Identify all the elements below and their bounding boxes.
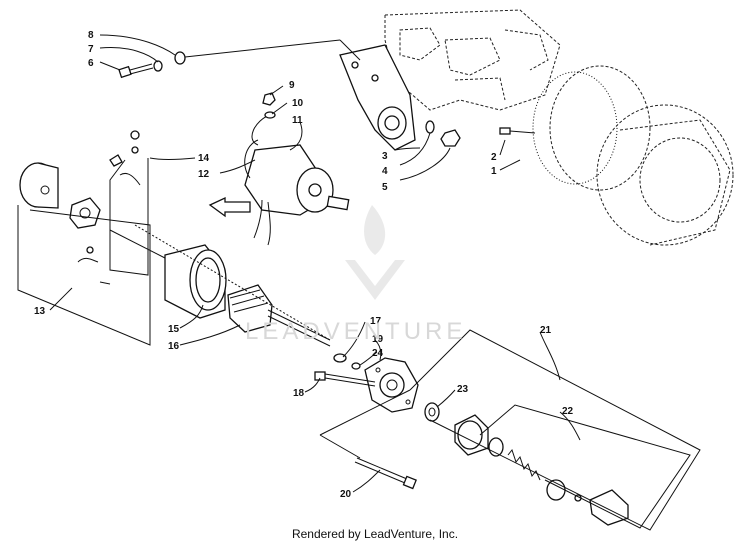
callout-22: 22 xyxy=(562,406,574,417)
leadventure-logo xyxy=(345,205,405,300)
callout-21: 21 xyxy=(540,325,552,336)
watermark-text: LEADVENTURE xyxy=(245,318,467,345)
leader-lines xyxy=(49,34,581,493)
bracket-20 xyxy=(319,389,411,436)
bolt-2 xyxy=(499,127,536,135)
washer-17 xyxy=(333,353,347,363)
washer-24 xyxy=(351,362,361,370)
nut-5 xyxy=(440,129,461,147)
field-frame xyxy=(164,244,227,319)
callout-19: 19 xyxy=(372,334,384,345)
callout-13: 13 xyxy=(34,306,46,317)
washer-8 xyxy=(174,51,186,65)
lockwasher-7 xyxy=(153,60,163,72)
callout-18: 18 xyxy=(293,388,305,399)
brush-parts xyxy=(77,130,141,285)
callout-10: 10 xyxy=(292,98,304,109)
mounting-bracket xyxy=(339,44,416,151)
bracket-21 xyxy=(409,329,701,531)
drive-housing xyxy=(364,357,419,413)
end-frame xyxy=(19,162,59,209)
lead-wire xyxy=(251,114,271,146)
callout-12: 12 xyxy=(198,169,210,180)
drive-spring xyxy=(507,448,541,481)
engine-block xyxy=(384,9,561,111)
callout-11: 11 xyxy=(292,115,303,126)
callout-8: 8 xyxy=(88,30,94,41)
callout-3: 3 xyxy=(382,151,388,162)
axis-line-2 xyxy=(109,229,166,259)
callout-6: 6 xyxy=(88,58,94,69)
callout-7: 7 xyxy=(88,44,94,55)
bracket-14 xyxy=(109,158,149,276)
callout-23: 23 xyxy=(457,384,469,395)
bolt-18 xyxy=(314,371,376,387)
callout-4: 4 xyxy=(382,166,388,177)
callout-1: 1 xyxy=(491,166,497,177)
ring-gear-flywheel xyxy=(532,65,734,246)
callout-9: 9 xyxy=(289,80,295,91)
starter-motor xyxy=(244,139,350,246)
callout-20: 20 xyxy=(340,489,352,500)
callout-14: 14 xyxy=(198,153,210,164)
bolt-6 xyxy=(118,63,154,79)
callout-5: 5 xyxy=(382,182,388,193)
callout-17: 17 xyxy=(370,316,382,327)
bracket-22 xyxy=(479,404,691,529)
footer-credit: Rendered by LeadVenture, Inc. xyxy=(291,527,459,541)
washer-4 xyxy=(425,120,435,134)
callout-24: 24 xyxy=(372,348,384,359)
washer-23 xyxy=(424,402,440,422)
front-arrow xyxy=(208,196,251,218)
axis-line xyxy=(134,224,331,341)
brush-holder xyxy=(69,197,101,229)
nut-9 xyxy=(262,92,276,106)
bracket-19 xyxy=(319,434,361,459)
callout-15: 15 xyxy=(168,324,180,335)
callout-2: 2 xyxy=(491,152,497,163)
callout-16: 16 xyxy=(168,341,180,352)
bolt-20 xyxy=(354,457,417,490)
drive-cap xyxy=(589,489,629,526)
armature xyxy=(227,284,331,347)
